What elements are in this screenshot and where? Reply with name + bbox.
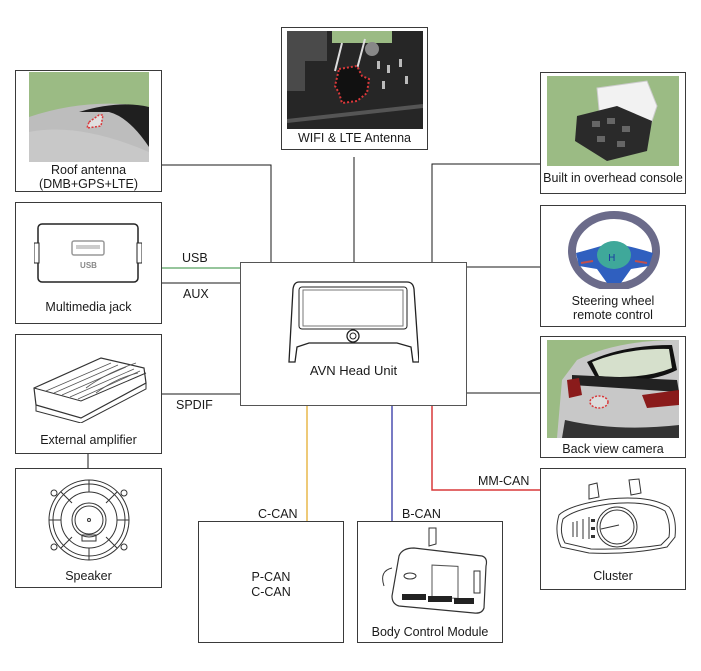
external-amplifier-label: External amplifier: [40, 433, 137, 447]
external-amplifier-box: External amplifier: [15, 334, 162, 454]
wifi-lte-antenna-box: WIFI & LTE Antenna: [281, 27, 428, 150]
steering-wheel-sublabel: remote control: [573, 308, 653, 322]
multimedia-jack-label: Multimedia jack: [45, 300, 132, 314]
speaker-icon: [44, 475, 134, 565]
overhead-console-box: Built in overhead console: [540, 72, 686, 194]
multimedia-jack-box: USB Multimedia jack: [15, 202, 162, 324]
b-can-label: B-CAN: [402, 507, 441, 521]
aux-label: AUX: [183, 287, 209, 301]
wire-mm-can: [431, 405, 540, 491]
amplifier-icon: [26, 343, 152, 423]
body-control-module-label: Body Control Module: [371, 625, 489, 639]
rear-car-photo: [547, 340, 679, 438]
p-can-label: P-CAN: [251, 570, 291, 584]
cluster-icon: [549, 477, 679, 563]
roof-antenna-sublabel: (DMB+GPS+LTE): [38, 177, 139, 191]
spdif-label: SPDIF: [176, 398, 213, 412]
overhead-console-label: Built in overhead console: [543, 171, 683, 185]
speaker-box: Speaker: [15, 468, 162, 588]
avn-head-unit-label: AVN Head Unit: [309, 363, 398, 378]
wire-overhead-console: [431, 163, 540, 263]
bcm-icon: [374, 526, 494, 618]
back-view-camera-label: Back view camera: [562, 442, 664, 456]
roof-antenna-box: Roof antenna (DMB+GPS+LTE): [15, 70, 162, 192]
wifi-lte-antenna-photo: [287, 31, 423, 129]
c-can-label: C-CAN: [258, 507, 298, 521]
roof-antenna-photo: [29, 72, 149, 162]
svg-text:H: H: [608, 253, 616, 264]
wifi-lte-antenna-label: WIFI & LTE Antenna: [297, 131, 411, 145]
body-control-module-box: Body Control Module: [357, 521, 503, 643]
head-unit-icon: [287, 277, 419, 367]
c-can-box-label: C-CAN: [251, 585, 291, 599]
steering-wheel-box: H Steering wheel remote control: [540, 205, 686, 327]
usb-port-icon: [34, 223, 142, 291]
roof-antenna-label: Roof antenna: [50, 163, 127, 177]
mm-can-label: MM-CAN: [478, 474, 530, 488]
usb-port-text: USB: [80, 261, 97, 270]
overhead-console-photo: [547, 76, 679, 166]
back-view-camera-box: Back view camera: [540, 336, 686, 458]
wire-roof-antenna: [161, 164, 272, 263]
cluster-label: Cluster: [593, 569, 633, 583]
avn-head-unit-box: AVN Head Unit: [240, 262, 467, 406]
steering-wheel-label: Steering wheel: [571, 294, 655, 308]
cluster-box: Cluster: [540, 468, 686, 590]
usb-label: USB: [182, 251, 208, 265]
steering-wheel-photo: H: [561, 211, 667, 289]
p-can-c-can-box: P-CAN C-CAN: [198, 521, 344, 643]
speaker-label: Speaker: [65, 569, 112, 583]
